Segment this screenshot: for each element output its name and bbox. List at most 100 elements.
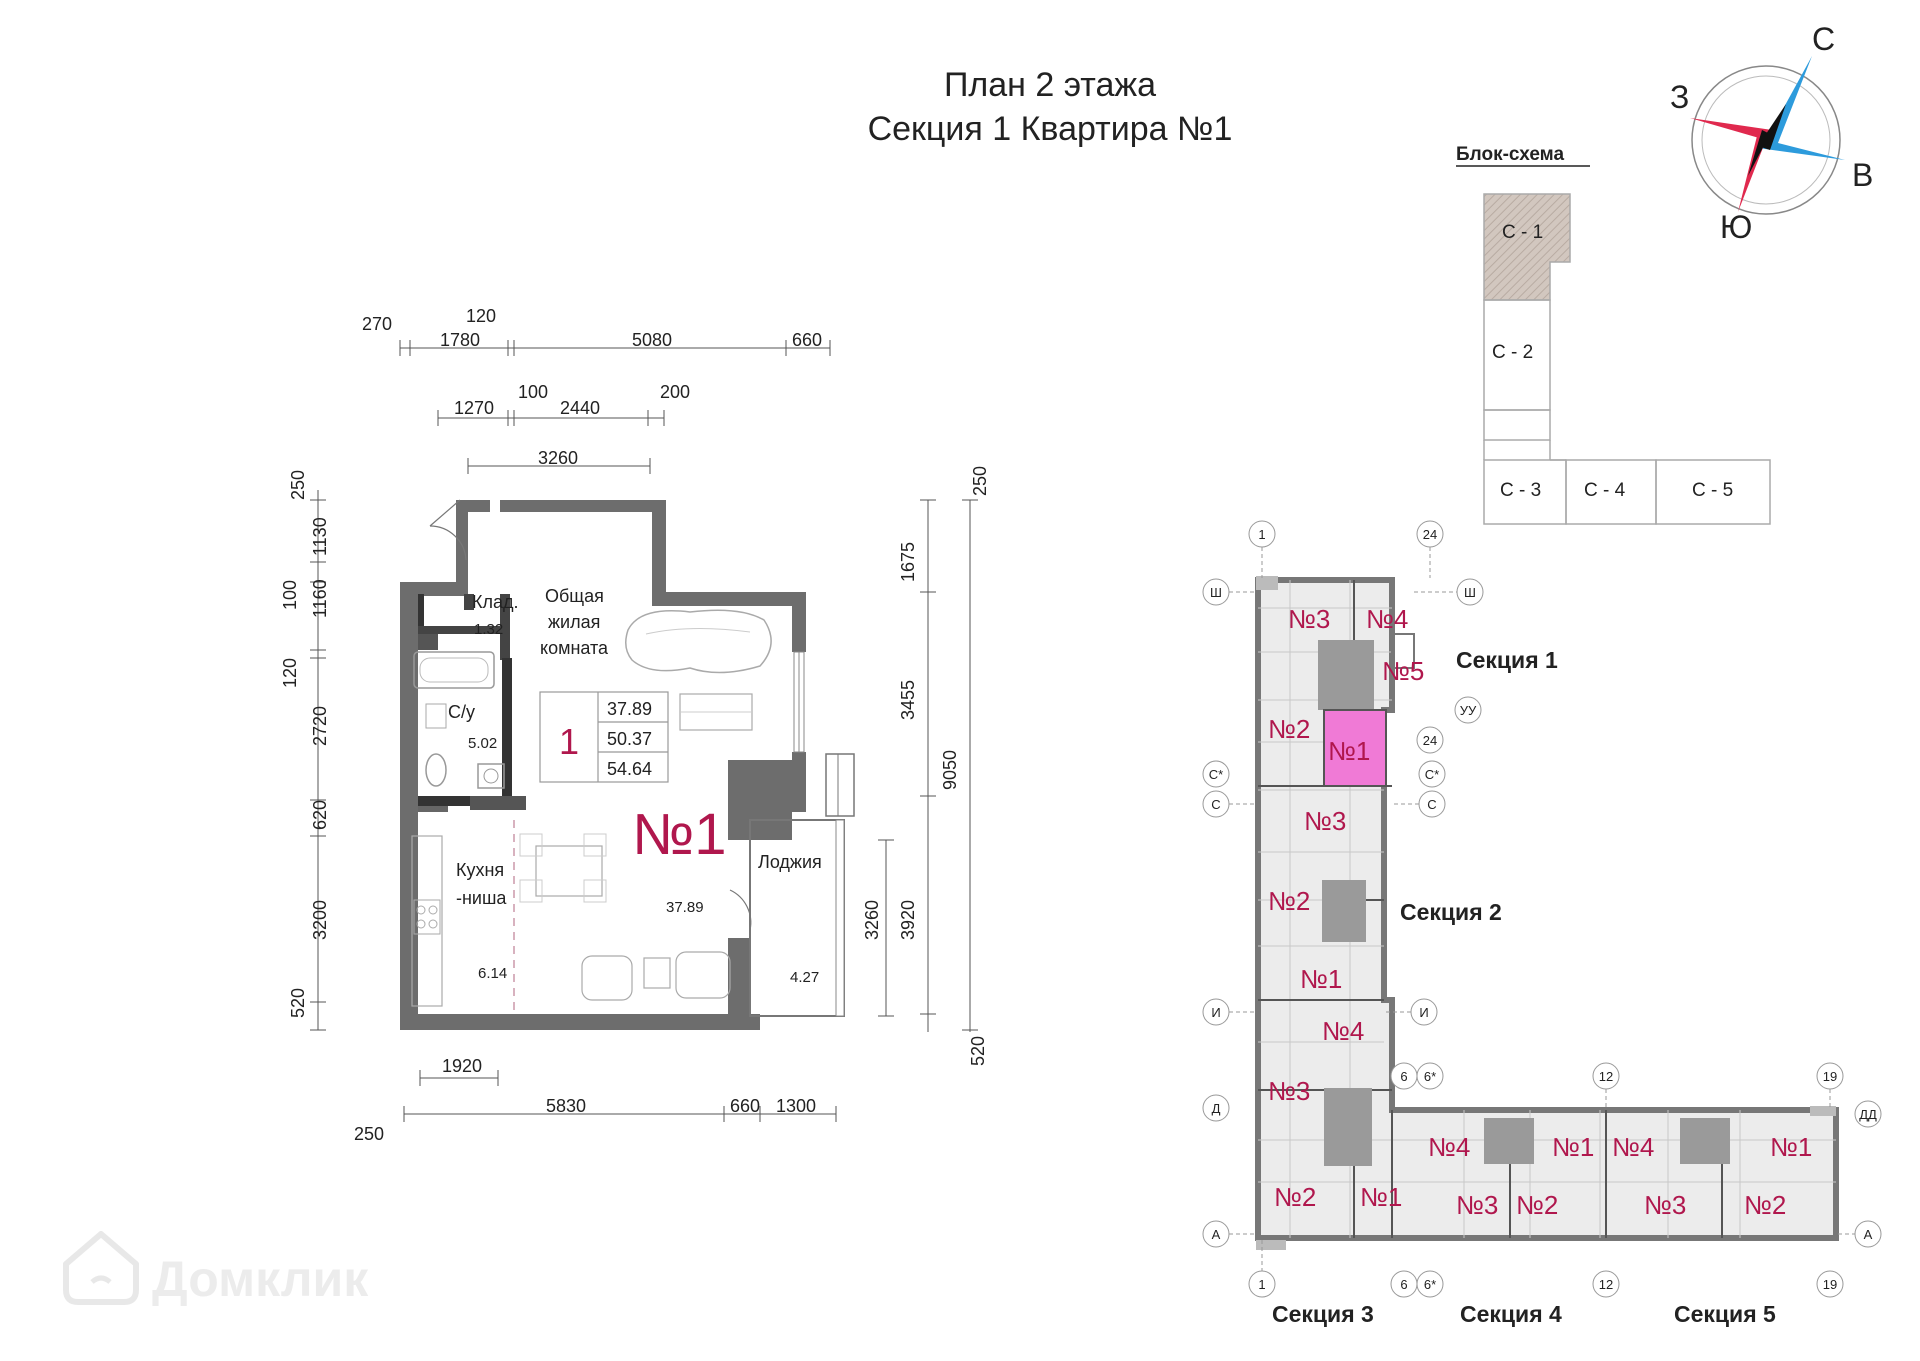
svg-text:1: 1: [1258, 527, 1265, 542]
room-living-label-1: Общая: [545, 586, 604, 606]
room-kitchen-area: 6.14: [478, 965, 507, 982]
compass-rose-icon: С В Ю З: [1670, 21, 1873, 245]
axis-marker: С: [1418, 790, 1446, 818]
room-kitchen-label-2: -ниша: [456, 888, 507, 908]
section-1-label: Секция 1: [1456, 647, 1558, 673]
axis-marker: А: [1202, 1220, 1230, 1248]
dim-right-3920: 3920: [898, 900, 918, 940]
axis-marker: Ш: [1456, 578, 1484, 606]
axis-marker: 19: [1816, 1270, 1844, 1298]
compass-west-label: З: [1670, 79, 1689, 115]
dim-bottom-1300: 1300: [776, 1096, 816, 1116]
dim-left-250: 250: [288, 470, 308, 500]
dim-top-660: 660: [792, 330, 822, 350]
building-key-plan: №3 №4 №5 №2 №1 №3 №2 №1 №4 №3 №2 №1 №4 №…: [1202, 520, 1882, 1327]
area-total-with-loggia: 54.64: [607, 759, 652, 779]
unit-s1-4: №4: [1366, 604, 1408, 634]
svg-text:ДД: ДД: [1859, 1107, 1877, 1122]
axis-marker: 12: [1592, 1062, 1620, 1090]
unit-s4-4: №4: [1428, 1132, 1470, 1162]
section-2-label: Секция 2: [1400, 899, 1502, 925]
dim-right-250: 250: [970, 466, 990, 496]
dim-right-3260: 3260: [862, 900, 882, 940]
dim-top-3260: 3260: [538, 448, 578, 468]
svg-text:А: А: [1864, 1227, 1873, 1242]
plan-subtitle: Секция 1 Квартира №1: [867, 110, 1233, 148]
svg-text:С: С: [1211, 797, 1220, 812]
house-logo-icon: [63, 1231, 139, 1305]
dim-left-2720: 2720: [310, 706, 330, 746]
watermark: Домклик: [63, 1231, 369, 1307]
svg-text:С*: С*: [1209, 767, 1223, 782]
axis-marker: 1: [1248, 1270, 1276, 1298]
area-total: 50.37: [607, 729, 652, 749]
dim-top-1780: 1780: [440, 330, 480, 350]
dim-right-9050: 9050: [940, 750, 960, 790]
rooms-count: 1: [559, 721, 579, 762]
unit-s5-2: №2: [1744, 1190, 1786, 1220]
axis-marker: Ш: [1202, 578, 1230, 606]
svg-text:6: 6: [1400, 1069, 1407, 1084]
unit-s2-3: №3: [1304, 806, 1346, 836]
axis-marker: 6*: [1416, 1062, 1444, 1090]
axis-marker: 1: [1248, 520, 1276, 548]
unit-s5-3: №3: [1644, 1190, 1686, 1220]
dim-bottom-660: 660: [730, 1096, 760, 1116]
block-scheme: Блок-схема С - 1 С - 2 С - 3 С - 4 С - 5: [1456, 144, 1771, 525]
svg-text:Ш: Ш: [1210, 585, 1222, 600]
axis-marker: 19: [1816, 1062, 1844, 1090]
dim-top-200: 200: [660, 382, 690, 402]
dim-top-120: 120: [466, 306, 496, 326]
svg-text:24: 24: [1423, 733, 1437, 748]
dim-top-5080: 5080: [632, 330, 672, 350]
unit-s2-2: №2: [1268, 886, 1310, 916]
unit-s3-3: №3: [1268, 1076, 1310, 1106]
room-kitchen-label-1: Кухня: [456, 860, 504, 880]
dim-left-1130: 1130: [310, 517, 330, 556]
unit-s4-2: №2: [1516, 1190, 1558, 1220]
dim-top-270: 270: [362, 314, 392, 334]
axis-marker: С*: [1418, 760, 1446, 788]
section-3-label: Секция 3: [1272, 1301, 1374, 1327]
room-bath-label: С/у: [448, 702, 475, 722]
room-loggia-area: 4.27: [790, 969, 819, 986]
unit-s4-3: №3: [1456, 1190, 1498, 1220]
axis-marker: С: [1202, 790, 1230, 818]
svg-text:19: 19: [1823, 1069, 1837, 1084]
svg-text:19: 19: [1823, 1277, 1837, 1292]
dim-bottom-250: 250: [354, 1124, 384, 1144]
unit-s1-2: №2: [1268, 714, 1310, 744]
room-storage-area: 1.32: [474, 621, 503, 638]
dim-left-100: 100: [280, 580, 300, 610]
block-c4-label: С - 4: [1584, 480, 1626, 501]
dim-right-520: 520: [968, 1036, 988, 1066]
unit-s1-5: №5: [1382, 656, 1424, 686]
axis-marker: 12: [1592, 1270, 1620, 1298]
unit-s3-2: №2: [1274, 1182, 1316, 1212]
plan-title: План 2 этажа: [943, 66, 1157, 104]
svg-text:А: А: [1212, 1227, 1221, 1242]
room-bath-area: 5.02: [468, 735, 497, 752]
room-storage-label: Клад.: [472, 592, 519, 612]
svg-text:6*: 6*: [1424, 1069, 1436, 1084]
apartment-plan: 1 37.89 50.37 54.64 №1 Клад. 1.32 Общая …: [400, 499, 855, 1030]
axis-marker: С*: [1202, 760, 1230, 788]
svg-text:С: С: [1427, 797, 1436, 812]
dim-right-1675: 1675: [898, 542, 918, 582]
dim-bottom-1920: 1920: [442, 1056, 482, 1076]
svg-text:1: 1: [1258, 1277, 1265, 1292]
dim-top-1270: 1270: [454, 398, 494, 418]
axis-marker: 6: [1390, 1062, 1418, 1090]
svg-text:12: 12: [1599, 1277, 1613, 1292]
dim-top-100: 100: [518, 382, 548, 402]
section-5-label: Секция 5: [1674, 1301, 1776, 1327]
axis-marker: 24: [1416, 726, 1444, 754]
svg-text:12: 12: [1599, 1069, 1613, 1084]
axis-marker: Д: [1202, 1094, 1230, 1122]
unit-s5-1: №1: [1770, 1132, 1812, 1162]
axis-marker: 6*: [1416, 1270, 1444, 1298]
axis-marker: УУ: [1454, 696, 1482, 724]
unit-s4-1: №1: [1552, 1132, 1594, 1162]
apartment-number: №1: [632, 802, 726, 867]
